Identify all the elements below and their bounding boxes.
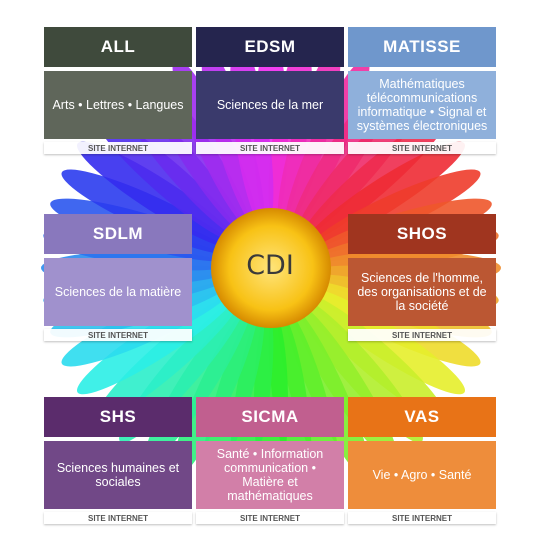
card-edsm: EDSM Sciences de la mer SITE INTERNET (196, 27, 344, 154)
card-edsm-site-link[interactable]: SITE INTERNET (196, 142, 344, 154)
card-vas: VAS Vie • Agro • Santé SITE INTERNET (348, 397, 496, 524)
card-shos: SHOS Sciences de l'homme, des organisati… (348, 214, 496, 341)
card-shos-desc: Sciences de l'homme, des organisations e… (348, 258, 496, 326)
card-all: ALL Arts • Lettres • Langues SITE INTERN… (44, 27, 192, 154)
card-vas-desc: Vie • Agro • Santé (348, 441, 496, 509)
card-all-site-link[interactable]: SITE INTERNET (44, 142, 192, 154)
card-sicma-site-link[interactable]: SITE INTERNET (196, 512, 344, 524)
card-vas-title[interactable]: VAS (348, 397, 496, 437)
card-sdlm-desc: Sciences de la matière (44, 258, 192, 326)
card-sdlm-site-link[interactable]: SITE INTERNET (44, 329, 192, 341)
cdi-label: CDI (246, 250, 294, 281)
card-matisse-site-link[interactable]: SITE INTERNET (348, 142, 496, 154)
card-sdlm: SDLM Sciences de la matière SITE INTERNE… (44, 214, 192, 341)
card-all-title[interactable]: ALL (44, 27, 192, 67)
card-matisse: MATISSE Mathématiques télécommunications… (348, 27, 496, 154)
card-edsm-desc: Sciences de la mer (196, 71, 344, 139)
card-shos-site-link[interactable]: SITE INTERNET (348, 329, 496, 341)
card-shs-desc: Sciences humaines et sociales (44, 441, 192, 509)
card-all-desc: Arts • Lettres • Langues (44, 71, 192, 139)
flower-core (211, 208, 331, 328)
card-sicma-desc: Santé • Information communication • Mati… (196, 441, 344, 509)
card-shs: SHS Sciences humaines et sociales SITE I… (44, 397, 192, 524)
card-matisse-desc: Mathématiques télécommunications informa… (348, 71, 496, 139)
card-sicma-title[interactable]: SICMA (196, 397, 344, 437)
card-shs-title[interactable]: SHS (44, 397, 192, 437)
card-vas-site-link[interactable]: SITE INTERNET (348, 512, 496, 524)
card-sdlm-title[interactable]: SDLM (44, 214, 192, 254)
card-shs-site-link[interactable]: SITE INTERNET (44, 512, 192, 524)
card-sicma: SICMA Santé • Information communication … (196, 397, 344, 524)
card-matisse-title[interactable]: MATISSE (348, 27, 496, 67)
card-edsm-title[interactable]: EDSM (196, 27, 344, 67)
card-shos-title[interactable]: SHOS (348, 214, 496, 254)
